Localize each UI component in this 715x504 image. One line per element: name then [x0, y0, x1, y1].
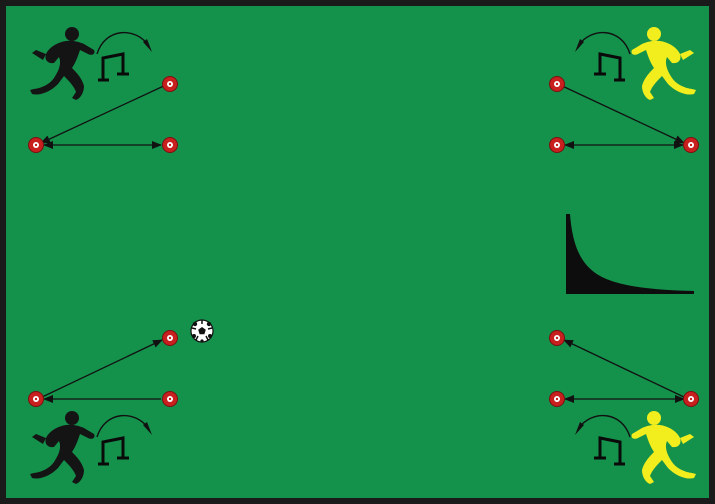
cone-icon: [163, 331, 178, 346]
cone-icon: [550, 138, 565, 153]
cone-icon: [163, 138, 178, 153]
pitch: [6, 6, 709, 498]
cone-icon: [550, 77, 565, 92]
cone-icon: [163, 392, 178, 407]
soccer-ball-icon: [191, 320, 213, 343]
cone-icon: [163, 77, 178, 92]
cone-icon: [29, 138, 44, 153]
cone-icon: [684, 138, 699, 153]
cone-icon: [29, 392, 44, 407]
cone-icon: [550, 331, 565, 346]
cone-icon: [550, 392, 565, 407]
cone-icon: [684, 392, 699, 407]
